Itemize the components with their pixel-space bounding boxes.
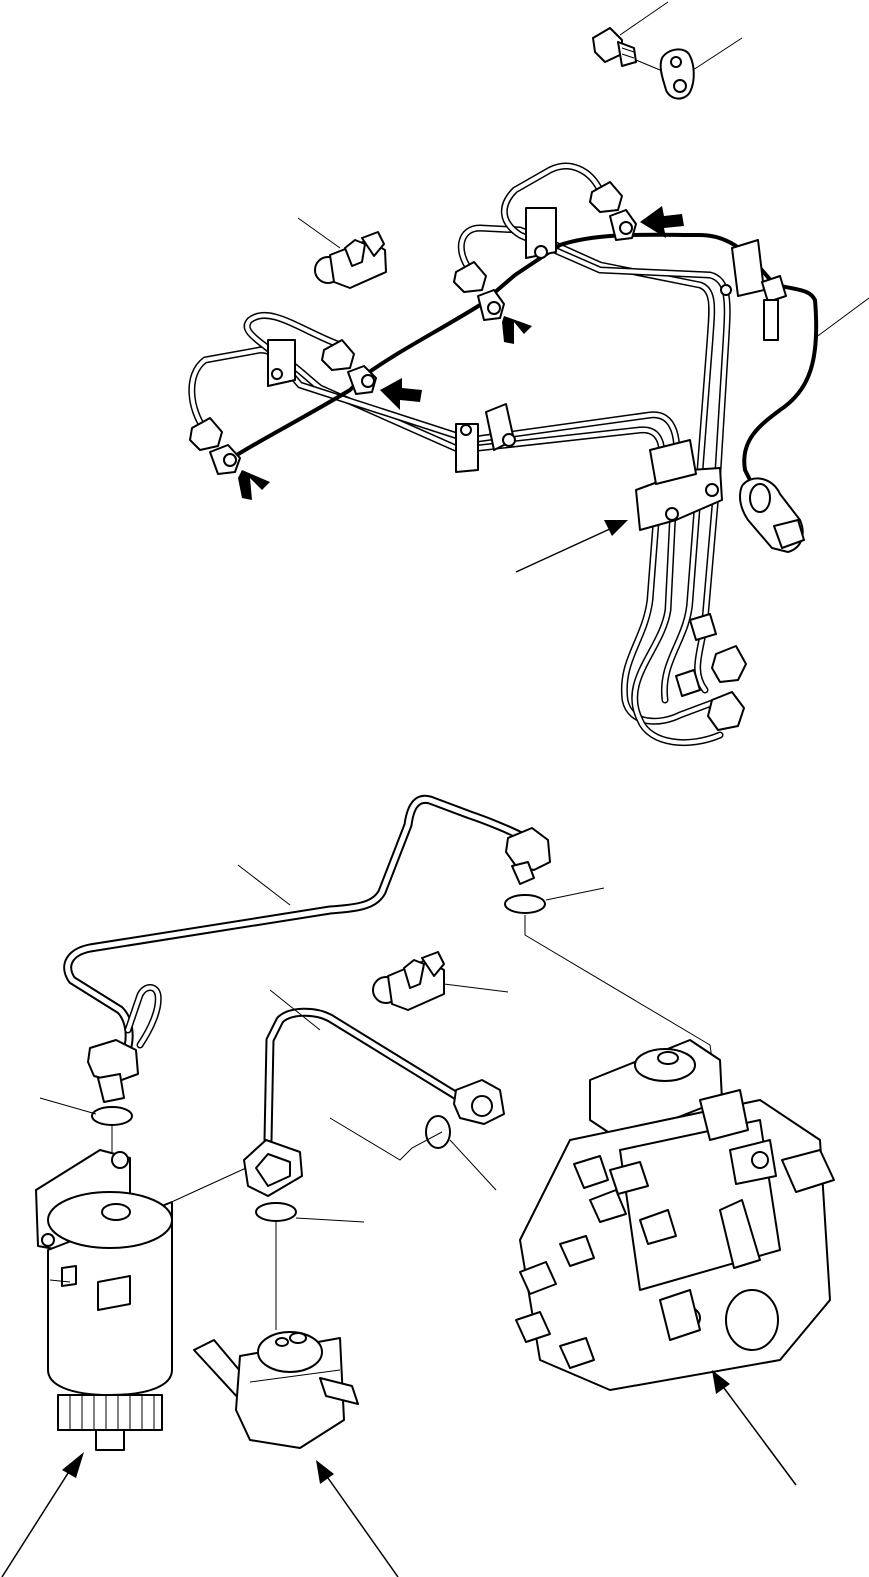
hose-end-fitting-filter: [39, 1039, 139, 1190]
leader-line-short-hose: [269, 989, 321, 1031]
injection-pipe-assembly: [188, 162, 869, 747]
nozzle-fitting-3: [453, 261, 505, 321]
bracket-2: [455, 403, 516, 473]
return-banjo-fitting: [739, 477, 805, 553]
bracket-4: [635, 439, 723, 531]
arrow-injection-pump: [712, 1370, 797, 1486]
leader-line-oring-right: [449, 1139, 497, 1191]
arrow-feed-pump: [316, 1460, 399, 1577]
feed-pump-hose: [164, 989, 505, 1330]
hose-end-fitting-pump: [504, 827, 716, 1081]
bracket-1: [267, 339, 296, 387]
assembly-line-3: [164, 1167, 247, 1206]
banjo-bolt-and-washer: [592, 1, 743, 100]
sealing-washer: [659, 48, 695, 100]
hose-end-fitting-right: [453, 1079, 505, 1125]
arrow-4: [640, 206, 684, 238]
leader-line-oring-left: [295, 1217, 365, 1223]
hose-end-fitting-left: [243, 1139, 303, 1197]
leader-line-bolt: [619, 1, 669, 36]
leader-line-clamp-bottom: [443, 983, 509, 993]
bottom-pointer-arrows: [1, 1370, 797, 1577]
pipe-clamp-part-top: [297, 217, 387, 289]
leader-line-oring-filter: [39, 1097, 97, 1115]
pipe-clamp-part-bottom: [372, 951, 509, 1011]
nozzle-fitting-1: [189, 417, 241, 475]
oring-right: [425, 1115, 451, 1149]
leader-line-oring-1: [545, 887, 605, 901]
governor-linkage: [699, 1089, 835, 1193]
arrow-3: [502, 316, 532, 344]
oring-left: [255, 1202, 297, 1222]
bracket-5: [720, 239, 787, 341]
assembly-line-2: [329, 1117, 443, 1161]
arrow-1: [238, 470, 270, 500]
bracket-pointer-arrow: [515, 520, 628, 573]
nozzle-fitting-2: [321, 339, 377, 395]
pump-outlet-fittings: [675, 613, 747, 731]
pipe-brackets: [267, 207, 787, 531]
leader-line-clamp: [297, 217, 341, 249]
arrow-2: [380, 378, 422, 410]
leader-line-long-hose: [237, 864, 291, 906]
bracket-3: [525, 207, 557, 259]
priming-feed-pump: [193, 1331, 359, 1449]
connection-arrows: [238, 206, 684, 500]
leader-line-washer: [692, 37, 743, 71]
arrow-filter: [1, 1452, 84, 1577]
fuel-injection-pump: [515, 1039, 835, 1391]
bleeder-bolt: [592, 27, 661, 71]
fuel-filter: [35, 1149, 173, 1451]
filter-to-pump-fuel-hose: [63, 794, 530, 1060]
nozzle-fittings: [189, 181, 637, 475]
leader-line-return: [814, 297, 869, 339]
filter-ribs: [69, 1395, 155, 1430]
pump-inlet-fittings: [609, 1161, 677, 1245]
delivery-valves: [515, 1155, 627, 1369]
nozzle-fitting-4: [589, 181, 637, 241]
